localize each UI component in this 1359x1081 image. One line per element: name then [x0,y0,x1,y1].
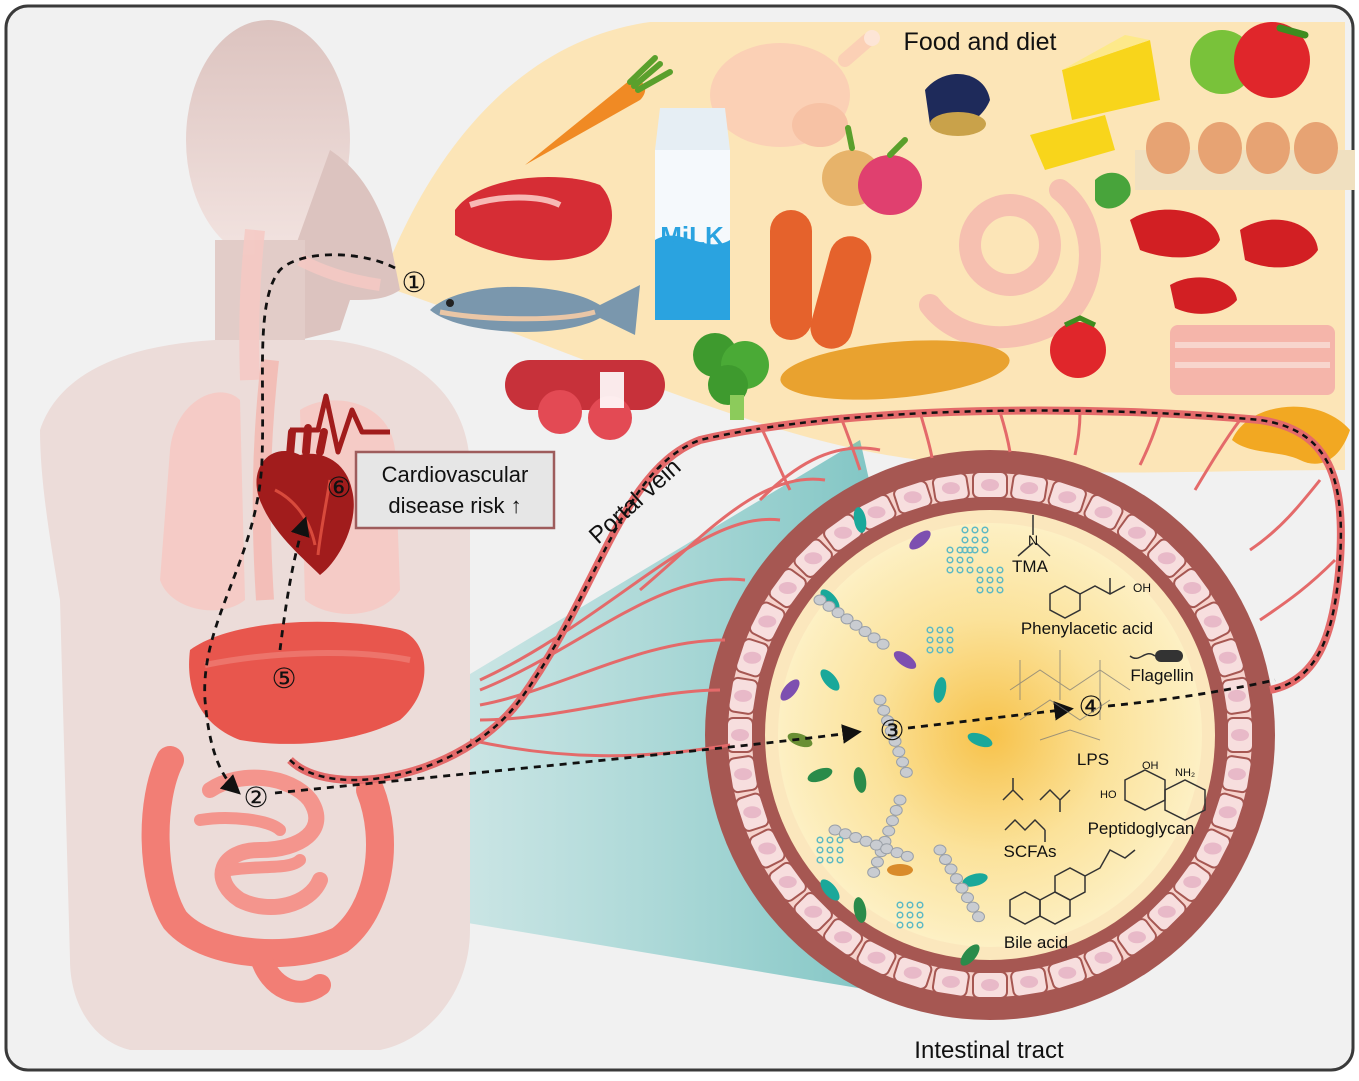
cell-nucleus [904,967,922,979]
cell-nucleus [1183,876,1201,888]
cell-nucleus [758,616,776,628]
coccus-chain [871,857,883,867]
apples-icon [1190,22,1310,98]
cell-nucleus [868,506,886,518]
coccus-chain [956,883,968,893]
coccus-chain [945,864,957,874]
cell-nucleus [1219,806,1237,818]
coccus-chain [890,805,902,815]
lps-label: LPS [1077,750,1109,769]
cell-nucleus [1228,690,1246,702]
peptidoglycan-oh: OH [1142,760,1159,772]
coccus-chain [934,845,946,855]
cell-nucleus [834,527,852,539]
cell-nucleus [743,652,761,664]
cell-nucleus [1058,491,1076,503]
cell-nucleus [1020,482,1038,494]
cell-nucleus [981,479,999,491]
step-3-marker: ③ [879,715,904,746]
peptidoglycan-nh2: NH₂ [1175,767,1195,779]
mussel-icon [925,74,990,136]
cell-nucleus [1231,729,1249,741]
cell-nucleus [1128,931,1146,943]
step-5-marker: ⑤ [271,663,296,694]
cell-nucleus [1094,952,1112,964]
coccus-chain [874,695,886,705]
milk-carton-icon: MiLK [655,108,730,320]
coccus-chain [893,747,905,757]
coccus-chain [897,757,909,767]
peptidoglycan-ho: HO [1100,789,1117,801]
step-1-marker: ① [401,267,426,298]
bacterium [887,864,913,876]
cvd-risk-box: Cardiovascular disease risk ↑ [356,452,554,528]
coccus-chain [973,912,985,922]
milk-text: MiLK [660,221,724,251]
cvd-line-2: disease risk ↑ [388,493,521,518]
cell-nucleus [734,768,752,780]
peptidoglycan-label: Peptidoglycan [1088,819,1195,838]
coccus-chain [878,705,890,715]
tma-label: TMA [1012,557,1049,576]
scfas-label: SCFAs [1004,842,1057,861]
cell-nucleus [834,931,852,943]
coccus-chain [900,767,912,777]
step-6-marker: ⑥ [326,472,351,503]
phenylacetic-label: Phenylacetic acid [1021,619,1153,638]
cell-nucleus [1204,842,1222,854]
cell-nucleus [1219,652,1237,664]
cell-nucleus [904,491,922,503]
cell-nucleus [779,582,797,594]
cell-nucleus [804,552,822,564]
coccus-chain [951,874,963,884]
cell-nucleus [868,952,886,964]
flagellin-label: Flagellin [1130,666,1193,685]
bacon-icon [1170,325,1335,395]
cvd-line-1: Cardiovascular [382,462,529,487]
cell-nucleus [1158,906,1176,918]
cell-nucleus [942,482,960,494]
cell-nucleus [743,806,761,818]
coccus-chain [868,867,880,877]
coccus-chain [883,826,895,836]
cell-nucleus [1183,582,1201,594]
step-2-marker: ② [243,782,268,813]
cell-nucleus [1204,616,1222,628]
coccus-chain [894,795,906,805]
bile-acid-label: Bile acid [1004,933,1068,952]
cell-nucleus [1020,976,1038,988]
cell-nucleus [1094,506,1112,518]
coccus-chain [962,893,974,903]
cell-nucleus [734,690,752,702]
coccus-chain [967,902,979,912]
cell-nucleus [731,729,749,741]
cell-nucleus [779,876,797,888]
tma-n-atom: N [1028,532,1038,548]
cell-nucleus [758,842,776,854]
cell-nucleus [942,976,960,988]
coccus-chain [877,639,889,649]
cell-nucleus [1228,768,1246,780]
figure-title: Food and diet [904,28,1057,56]
cell-nucleus [1058,967,1076,979]
cell-nucleus [1158,552,1176,564]
phenylacetic-oh: OH [1133,581,1151,595]
coccus-chain [901,851,913,861]
cell-nucleus [1128,527,1146,539]
cell-nucleus [981,979,999,991]
coccus-chain [940,855,952,865]
cell-nucleus [804,906,822,918]
coccus-chain [886,816,898,826]
intestinal-tract-label: Intestinal tract [914,1037,1064,1064]
